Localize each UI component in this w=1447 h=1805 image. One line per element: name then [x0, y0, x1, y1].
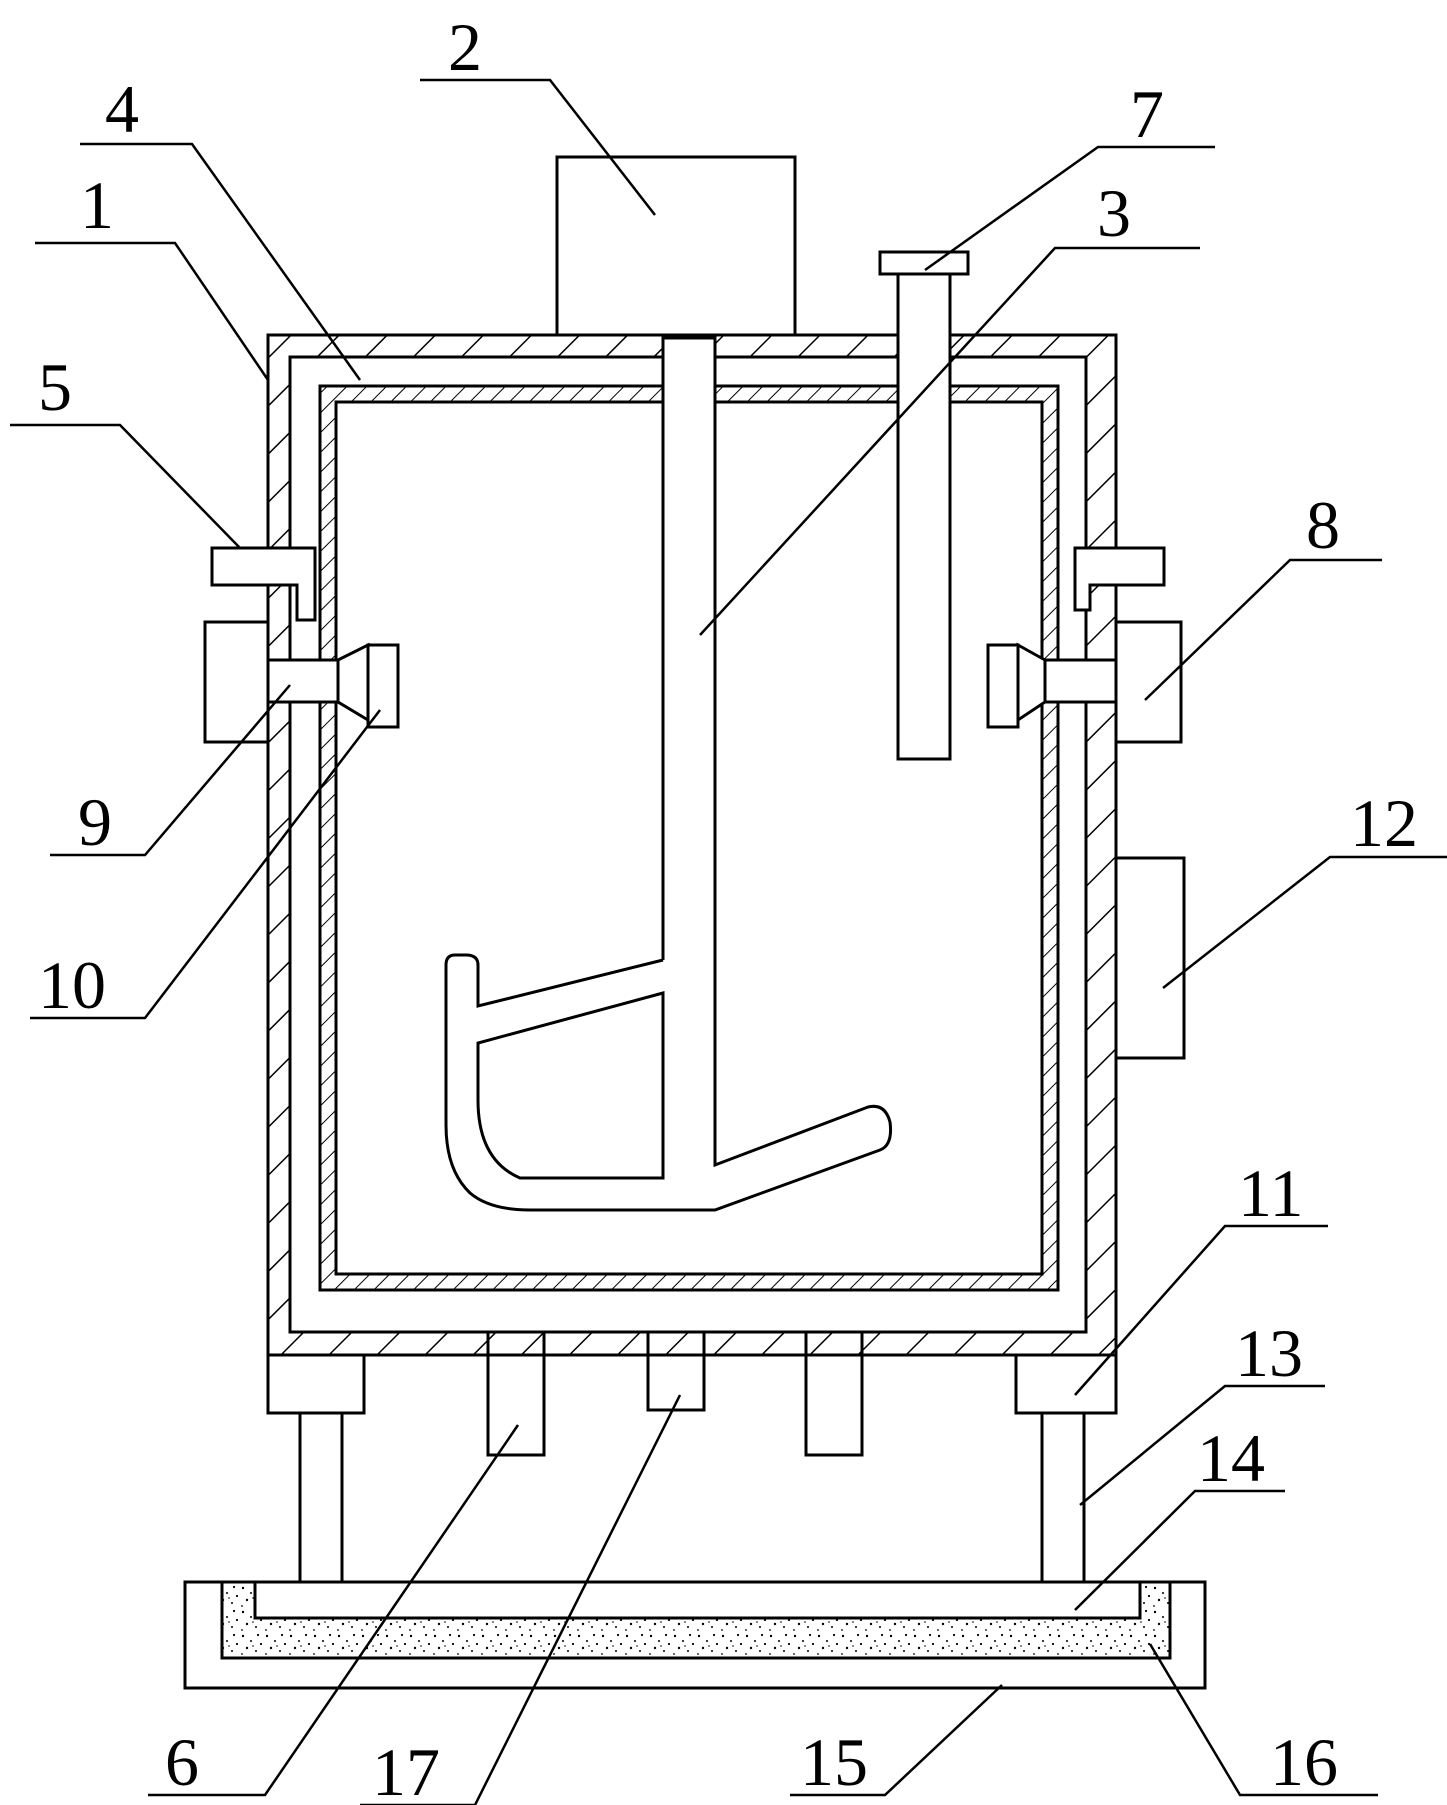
callout-1: 1: [80, 167, 114, 243]
callout-5: 5: [38, 349, 72, 425]
callout-15: 15: [800, 1724, 868, 1800]
callout-10: 10: [38, 947, 106, 1023]
callout-11: 11: [1238, 1155, 1303, 1231]
callout-16: 16: [1270, 1724, 1338, 1800]
callout-labels: 1 2 3 4 5 6 7 8 9 10 11 12 13 14 15 16 1…: [38, 9, 1418, 1805]
support-legs: [266, 1353, 1118, 1584]
callout-6: 6: [165, 1724, 199, 1800]
right-fittings: [986, 546, 1183, 744]
callout-2: 2: [448, 9, 482, 85]
leader-lines: [10, 78, 1447, 1805]
callout-17: 17: [372, 1734, 440, 1805]
callout-7: 7: [1130, 76, 1164, 152]
left-fittings: [203, 546, 400, 744]
callout-3: 3: [1097, 175, 1131, 251]
stirring-shaft: [444, 336, 892, 1212]
control-box: [1114, 856, 1186, 1060]
callout-4: 4: [105, 71, 139, 147]
base-tray: [183, 1580, 1207, 1690]
callout-8: 8: [1306, 487, 1340, 563]
callout-9: 9: [78, 784, 112, 860]
motor-housing: [555, 155, 797, 337]
callout-13: 13: [1235, 1315, 1303, 1391]
callout-12: 12: [1350, 785, 1418, 861]
feed-pipe: [878, 250, 970, 761]
callout-14: 14: [1197, 1420, 1265, 1496]
